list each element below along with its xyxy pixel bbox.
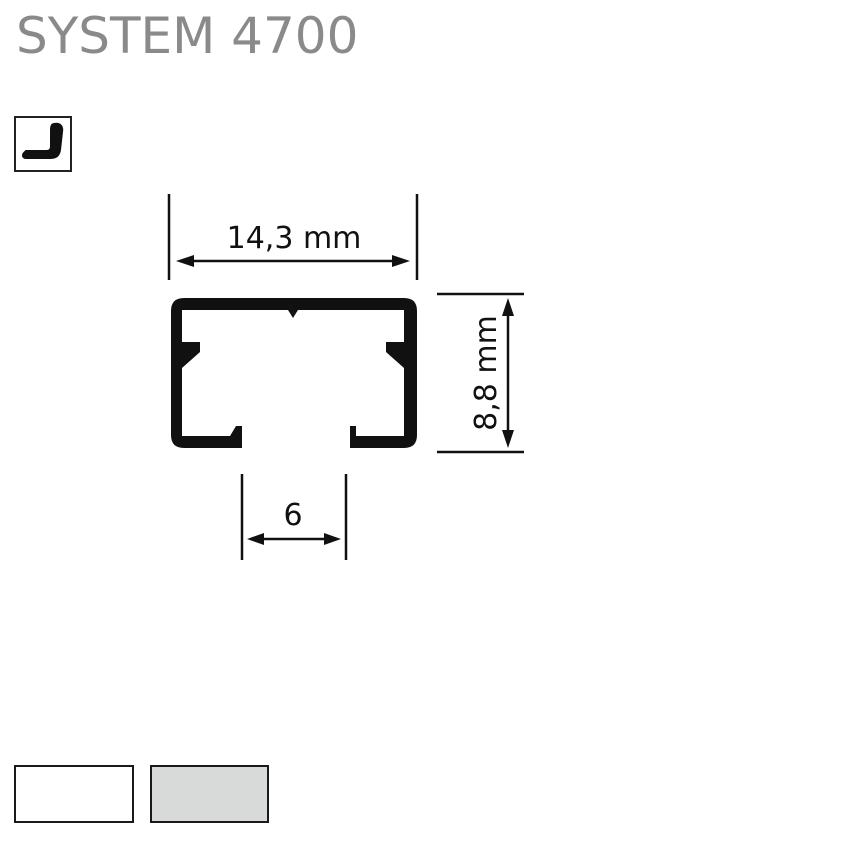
width-label: 14,3 mm	[227, 221, 362, 256]
page-title: SYSTEM 4700	[16, 7, 359, 65]
height-label: 8,8 mm	[469, 315, 504, 431]
height-dimension	[437, 292, 524, 454]
opening-label: 6	[283, 498, 302, 533]
corner-profile-icon	[14, 116, 72, 172]
color-swatch-white[interactable]	[14, 765, 134, 823]
corner-profile-glyph	[21, 122, 64, 159]
opening-dimension	[240, 474, 348, 560]
width-dimension	[167, 194, 419, 280]
c-profile-section	[171, 298, 417, 448]
color-swatch-grey[interactable]	[150, 765, 269, 823]
